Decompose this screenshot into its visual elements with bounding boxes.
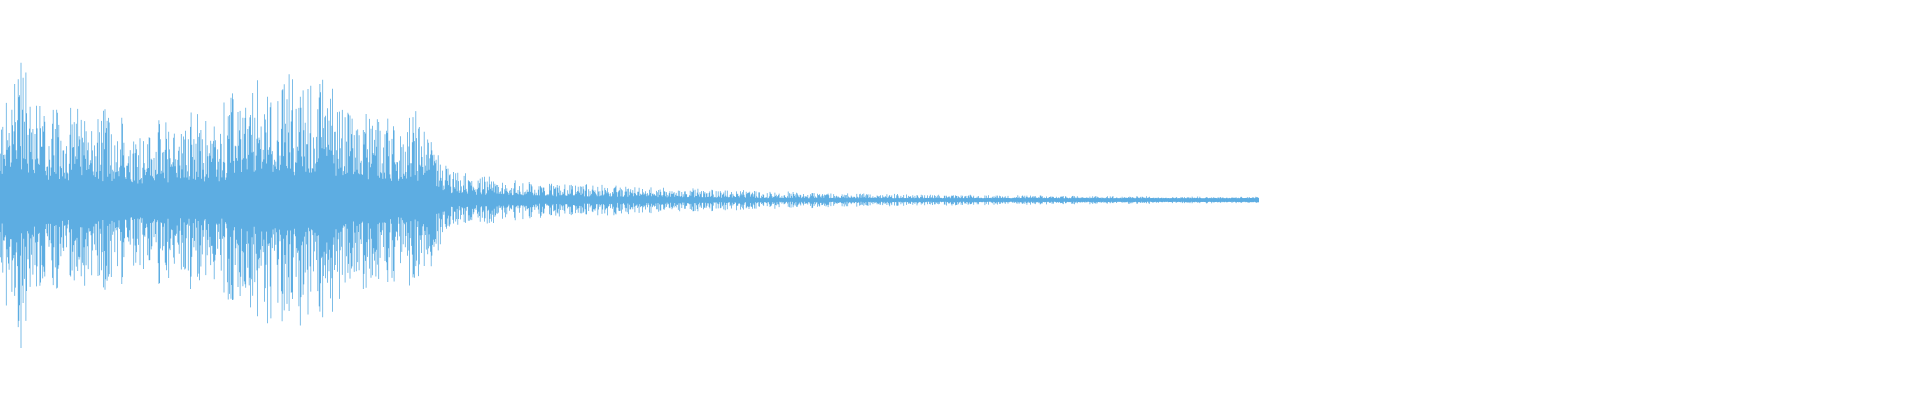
waveform-trace — [0, 62, 1259, 348]
waveform-bars — [0, 62, 1259, 348]
